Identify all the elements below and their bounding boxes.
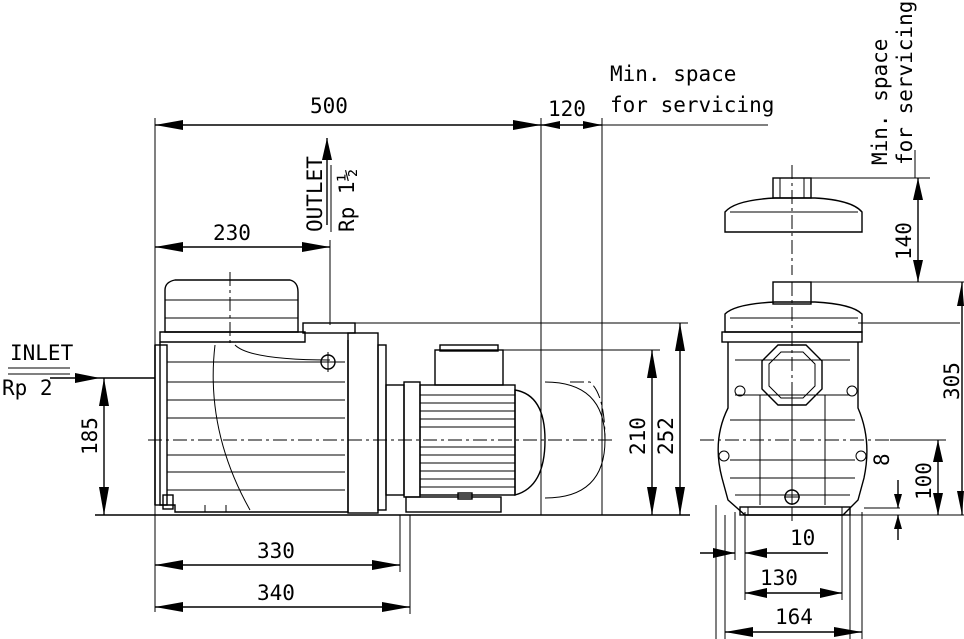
dim-164: 164: [775, 605, 813, 629]
min-space-text-2: for servicing: [610, 93, 774, 117]
outlet-label: OUTLET: [303, 156, 327, 232]
dim-140: 140: [892, 222, 916, 260]
dim-330: 330: [257, 539, 295, 563]
pump-front-view: [148, 272, 612, 514]
dim-8: 8: [870, 453, 894, 466]
dim-230: 230: [213, 221, 251, 245]
inlet-size-label: Rp 2: [2, 376, 53, 400]
side-dimensions: [700, 150, 964, 639]
motor-cooling-fins: [420, 394, 515, 488]
dim-252: 252: [654, 417, 678, 455]
inlet-label: INLET: [10, 341, 74, 365]
outlet-size-label: Rp 1½: [335, 169, 359, 232]
front-dimensions: [8, 118, 768, 614]
min-space-side-text-1: Min. space: [868, 39, 892, 165]
dim-130: 130: [760, 566, 798, 590]
dim-210: 210: [626, 417, 650, 455]
min-space-side-text-2: for servicing: [893, 1, 917, 165]
dim-10: 10: [790, 526, 815, 550]
dim-100: 100: [912, 462, 936, 500]
dim-185: 185: [78, 417, 102, 455]
dim-120: 120: [548, 97, 586, 121]
dim-340: 340: [257, 581, 295, 605]
min-space-text-1: Min. space: [610, 62, 736, 86]
dim-500: 500: [310, 94, 348, 118]
dim-305: 305: [940, 362, 964, 400]
